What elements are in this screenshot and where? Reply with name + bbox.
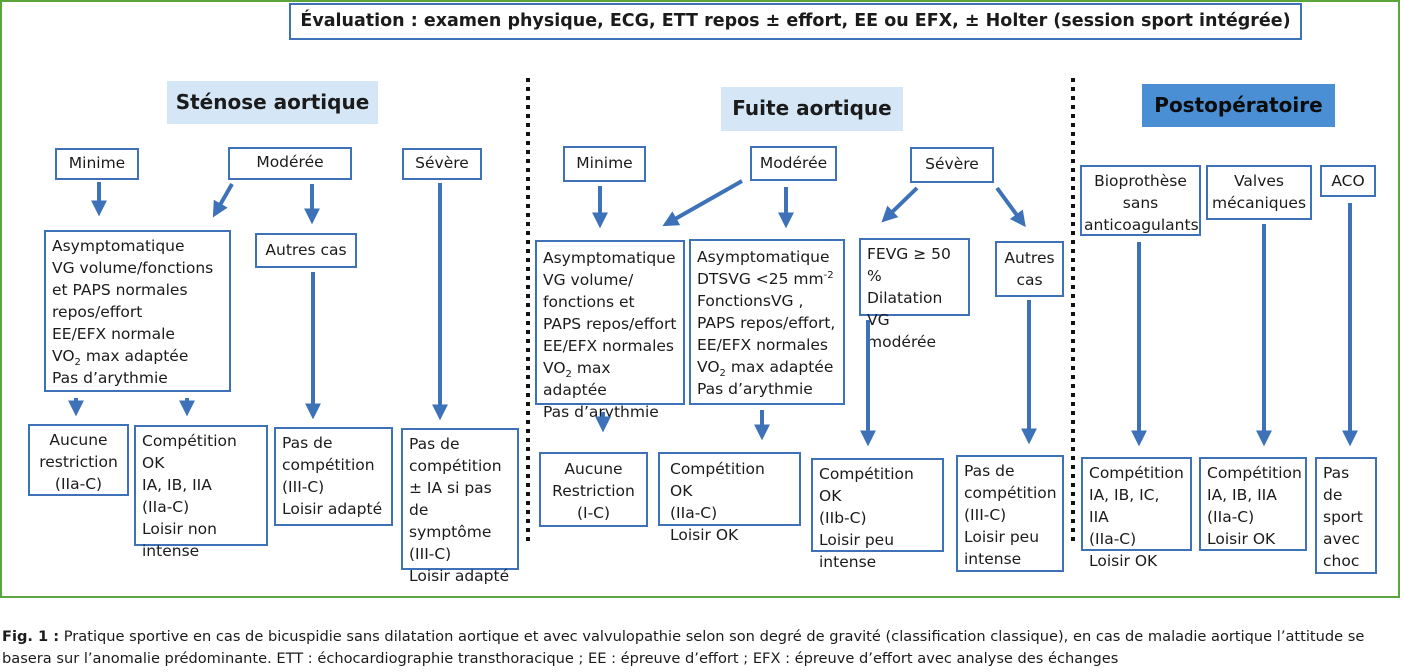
fuite-asymptomatique-2: Asymptomatique DTSVG <25 mm-2 FonctionsV…	[689, 239, 845, 405]
stenose-pas-competition-2: Pas de compétition ± IA si pas de symptô…	[401, 428, 519, 585]
stenose-severe: Sévère	[402, 148, 482, 180]
vo-text: VO	[543, 359, 566, 377]
fuite-asympto2-line7: Pas d’arythmie	[697, 380, 813, 398]
max-text: max adaptée	[725, 358, 834, 376]
vo-text: VO	[52, 347, 75, 365]
fuite-asympto2-line6: VO2 max adaptée	[697, 356, 837, 380]
stenose-asympto-line6: VO2 max adaptée	[52, 345, 223, 369]
fuite-competition-iib: Compétition OK (IIb-C) Loisir peu intens…	[811, 458, 944, 571]
arrow-fuite-severe-autres	[995, 186, 1026, 228]
fuite-minime: Minime	[563, 146, 646, 182]
dtsvg-superscript: -2	[823, 269, 834, 281]
arrow-moderee-asympto	[212, 183, 234, 218]
fuite-asympto2-line4: PAPS repos/effort,	[697, 314, 836, 332]
evaluation-title: Évaluation : examen physique, ECG, ETT r…	[289, 3, 1302, 40]
stenose-moderee: Modérée	[228, 147, 352, 180]
vo-text: VO	[697, 358, 720, 376]
fuite-asymptomatique-1: Asymptomatique VG volume/ fonctions et P…	[535, 240, 685, 421]
fuite-pas-competition: Pas de compétition (III-C) Loisir peu in…	[956, 455, 1064, 572]
stenose-asymptomatique: Asymptomatique VG volume/fonctions et PA…	[44, 230, 231, 392]
fuite-asympto2-line2: DTSVG <25 mm-2	[697, 268, 837, 290]
postop-valves-mecaniques: Valves mécaniques	[1206, 165, 1312, 220]
fuite-asympto1-line1: Asymptomatique	[543, 249, 676, 267]
stenose-autres-cas: Autres cas	[255, 233, 357, 268]
stenose-asympto-line1: Asymptomatique	[52, 237, 185, 255]
fuite-asympto2-line3: FonctionsVG ,	[697, 292, 804, 310]
header-stenose-aortique: Sténose aortique	[167, 81, 378, 124]
dotted-separators	[526, 78, 1075, 545]
arrow-fuite-moderee-asympto1	[662, 179, 743, 227]
postop-pas-de-sport: Pas de sport avec choc	[1315, 457, 1377, 574]
postop-aco: ACO	[1320, 165, 1376, 197]
vo-subscript: 2	[565, 369, 572, 381]
vo-subscript: 2	[74, 357, 81, 369]
fuite-asympto2-line1: Asymptomatique	[697, 248, 830, 266]
stenose-asympto-line2: VG volume/fonctions	[52, 259, 214, 277]
arrow-fuite-severe-fevg	[881, 186, 919, 223]
fuite-asympto2-line5: EE/EFX normales	[697, 336, 828, 354]
stenose-asympto-line3: et PAPS normales	[52, 281, 188, 299]
caption-label: Fig. 1 :	[2, 628, 60, 645]
fuite-asympto1-line2: VG volume/	[543, 271, 634, 289]
fuite-asympto1-line4: PAPS repos/effort	[543, 315, 677, 333]
vo-subscript: 2	[719, 368, 726, 380]
caption-text: Pratique sportive en cas de bicuspidie s…	[2, 628, 1365, 667]
header-postoperatoire: Postopératoire	[1142, 84, 1335, 127]
fuite-competition-ok: Compétition OK (IIa-C) Loisir OK	[658, 452, 801, 544]
stenose-minime: Minime	[55, 148, 139, 180]
postop-competition-1: Compétition IA, IB, IC, IIA (IIa-C) Lois…	[1081, 457, 1192, 570]
fuite-asympto1-line6: VO2 max adaptée	[543, 357, 677, 401]
arrows-layer	[68, 78, 1358, 545]
fuite-autres-cas: Autres cas	[995, 241, 1064, 297]
stenose-asympto-line7: Pas d’arythmie	[52, 369, 168, 387]
stenose-asympto-line5: EE/EFX normale	[52, 325, 175, 343]
dtsvg-text: DTSVG <25 mm	[697, 270, 824, 288]
stenose-asympto-line4: repos/effort	[52, 303, 143, 321]
max-text: max adaptée	[80, 347, 189, 365]
fuite-asympto1-line5: EE/EFX normales	[543, 337, 674, 355]
stenose-pas-competition-1: Pas de compétition (III-C) Loisir adapté	[274, 427, 393, 526]
fuite-asympto1-line3: fonctions et	[543, 293, 635, 311]
figure-caption: Fig. 1 : Pratique sportive en cas de bic…	[2, 626, 1402, 672]
stenose-aucune-restriction: Aucune restriction (IIa-C)	[28, 424, 129, 496]
fuite-fevg: FEVG ≥ 50 % Dilatation VG modérée	[859, 238, 970, 351]
fuite-severe: Sévère	[910, 147, 994, 183]
postop-competition-2: Compétition IA, IB, IIA (IIa-C) Loisir O…	[1199, 457, 1307, 551]
fuite-aucune-restriction: Aucune Restriction (I-C)	[539, 452, 648, 527]
diagram-frame	[0, 0, 1400, 598]
header-fuite-aortique: Fuite aortique	[721, 87, 903, 131]
max-text: max adaptée	[543, 359, 611, 399]
fuite-moderee: Modérée	[750, 146, 837, 181]
postop-bioprothese: Bioprothèse sans anticoagulants	[1080, 165, 1201, 236]
stenose-competition-ok: Compétition OK IA, IB, IIA (IIa-C) Loisi…	[134, 425, 268, 560]
fuite-asympto1-line7: Pas d’arythmie	[543, 403, 659, 421]
